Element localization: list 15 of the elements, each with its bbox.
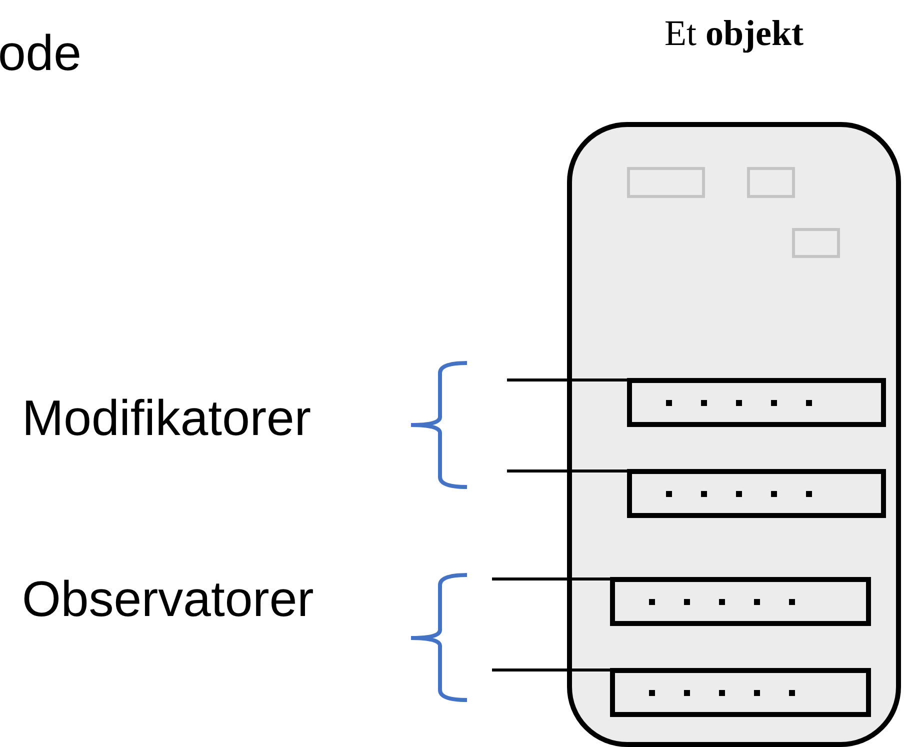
connector-line (507, 378, 627, 382)
connector-line (507, 470, 627, 472)
object-heading: Et objekt (664, 12, 804, 54)
placeholder-box (792, 228, 840, 258)
group-label: Modifikatorer (22, 393, 311, 443)
method-bar (627, 469, 886, 518)
method-bar (627, 378, 886, 427)
connector-line (492, 578, 610, 580)
group-label: Observatorer (22, 574, 314, 624)
placeholder-box (747, 167, 795, 198)
partial-heading: ode (0, 28, 82, 78)
connector-line (492, 668, 610, 672)
method-bar (610, 668, 871, 717)
placeholder-box (627, 167, 705, 198)
method-bar (610, 577, 871, 626)
